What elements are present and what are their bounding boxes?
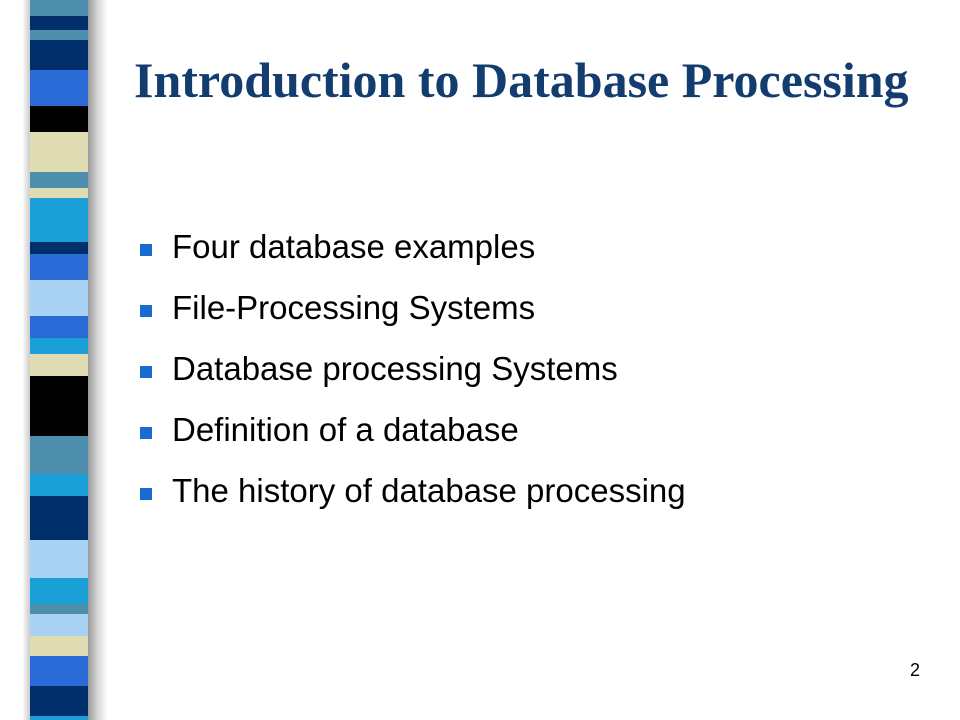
stripe-block	[30, 188, 90, 198]
stripe-block	[30, 614, 90, 636]
stripe-block	[30, 172, 90, 188]
stripe-block	[30, 228, 90, 242]
stripe-block	[30, 376, 90, 418]
bullet-item: The history of database processing	[140, 460, 900, 521]
bullet-text: Definition of a database	[172, 410, 519, 448]
bullet-list: Four database examples File-Processing S…	[140, 216, 900, 521]
stripe-block	[30, 30, 90, 40]
bullet-text: Database processing Systems	[172, 349, 618, 387]
stripe-block	[30, 40, 90, 70]
slide-title: Introduction to Database Processing	[134, 52, 909, 108]
stripe-block	[30, 474, 90, 496]
square-bullet-icon	[140, 304, 152, 317]
square-bullet-icon	[140, 426, 152, 439]
stripe-block	[30, 0, 90, 16]
square-bullet-icon	[140, 365, 152, 378]
stripe-block	[30, 70, 90, 106]
stripe-block	[30, 418, 90, 436]
stripe-block	[30, 354, 90, 376]
stripe-block	[30, 656, 90, 686]
stripe-block	[30, 254, 90, 280]
stripe-shadow	[22, 0, 32, 720]
square-bullet-icon	[140, 487, 152, 500]
stripe-block	[30, 716, 90, 720]
stripe-block	[30, 106, 90, 132]
bullet-text: Four database examples	[172, 227, 536, 265]
bullet-item: Definition of a database	[140, 399, 900, 460]
stripe-block	[30, 604, 90, 614]
square-bullet-icon	[140, 243, 152, 256]
stripe-block	[30, 578, 90, 604]
stripe-block	[30, 338, 90, 354]
stripe-block	[30, 496, 90, 540]
stripe-block	[30, 540, 90, 578]
stripe-block	[30, 436, 90, 474]
stripe-edge-shadow	[88, 0, 108, 720]
bullet-item: Four database examples	[140, 216, 900, 277]
decorative-stripe	[30, 0, 90, 720]
bullet-item: Database processing Systems	[140, 338, 900, 399]
stripe-block	[30, 198, 90, 228]
stripe-block	[30, 686, 90, 716]
stripe-block	[30, 132, 90, 172]
stripe-block	[30, 280, 90, 316]
bullet-text: The history of database processing	[172, 471, 686, 509]
stripe-block	[30, 16, 90, 30]
bullet-item: File-Processing Systems	[140, 277, 900, 338]
bullet-text: File-Processing Systems	[172, 288, 536, 326]
stripe-block	[30, 316, 90, 338]
stripe-block	[30, 242, 90, 254]
page-number: 2	[910, 660, 921, 680]
stripe-block	[30, 636, 90, 656]
